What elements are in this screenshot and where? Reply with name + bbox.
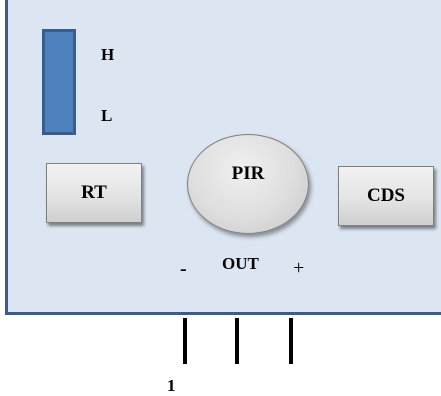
pir-label: PIR: [231, 163, 265, 184]
pin-minus-label: -: [180, 258, 187, 280]
sensor-board: H L RT PIR CDS - OUT +: [5, 0, 441, 315]
jumper-slider: [42, 29, 76, 135]
pin-1-label: 1: [167, 376, 176, 395]
pin-out-label: OUT: [222, 254, 259, 273]
pin-plus-lead: [289, 318, 293, 364]
cds-label: CDS: [366, 185, 405, 206]
pin-out-lead: [235, 318, 239, 364]
jumper-low-label: L: [101, 106, 113, 125]
rt-component: RT: [46, 163, 142, 223]
jumper-high-label: H: [101, 45, 115, 64]
pin-plus-label: +: [293, 257, 305, 279]
rt-label: RT: [81, 182, 107, 203]
pir-sensor-dome: PIR: [187, 134, 309, 234]
cds-component: CDS: [338, 166, 434, 226]
pin-minus-lead: [183, 318, 187, 364]
